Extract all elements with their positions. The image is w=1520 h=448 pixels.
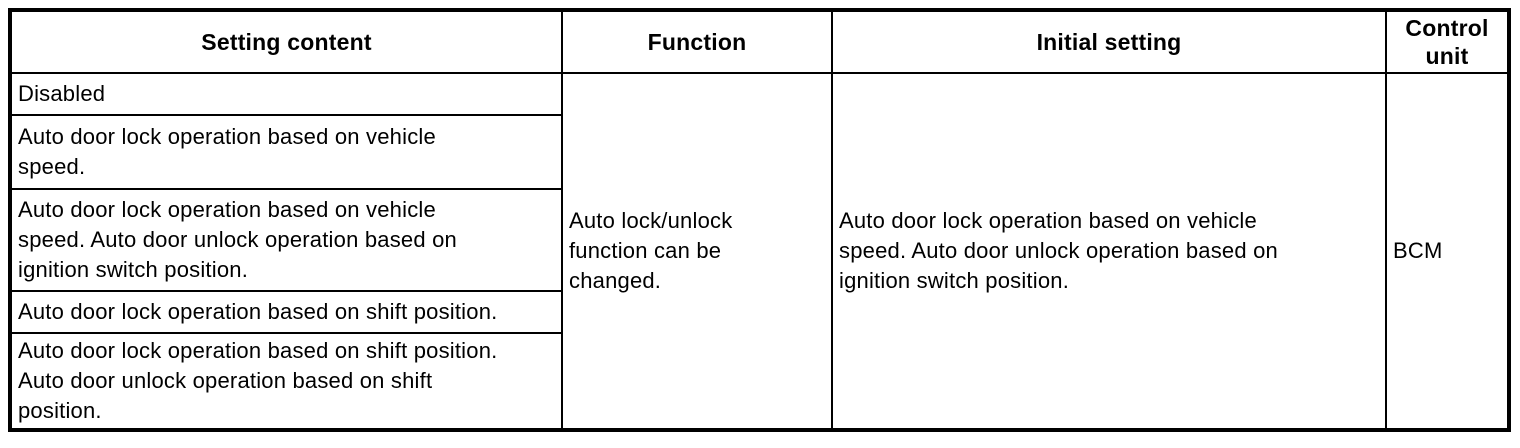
table-row: Auto door lock operation based on vehicl… — [9, 188, 1509, 292]
function-cell: Auto lock/unlock function can be changed… — [561, 72, 833, 431]
setting-content-cell-shift-position: Auto door lock operation based on shift … — [9, 290, 563, 334]
header-control-unit: Control unit — [1385, 9, 1510, 74]
table-row: Auto door lock operation based on shift … — [9, 290, 1509, 334]
table-row: Auto door lock operation based on vehicl… — [9, 114, 1509, 190]
header-function: Function — [561, 9, 833, 74]
control-unit-cell: BCM — [1385, 72, 1510, 431]
auto-lock-settings-table: Setting content Function Initial setting… — [8, 8, 1511, 432]
setting-content-cell-vehicle-speed-ignition: Auto door lock operation based on vehicl… — [9, 188, 563, 292]
setting-content-cell-disabled: Disabled — [9, 72, 563, 116]
initial-setting-cell: Auto door lock operation based on vehicl… — [831, 72, 1387, 431]
header-setting-content: Setting content — [9, 9, 563, 74]
header-initial-setting: Initial setting — [831, 9, 1387, 74]
table-row: Auto door lock operation based on shift … — [9, 332, 1509, 431]
table-row: Disabled Auto lock/unlock function can b… — [9, 72, 1510, 431]
table-header-row: Setting content Function Initial setting… — [9, 9, 1510, 74]
setting-content-cell-shift-position-unlock: Auto door lock operation based on shift … — [9, 332, 563, 431]
setting-content-cell-vehicle-speed: Auto door lock operation based on vehicl… — [9, 114, 563, 190]
